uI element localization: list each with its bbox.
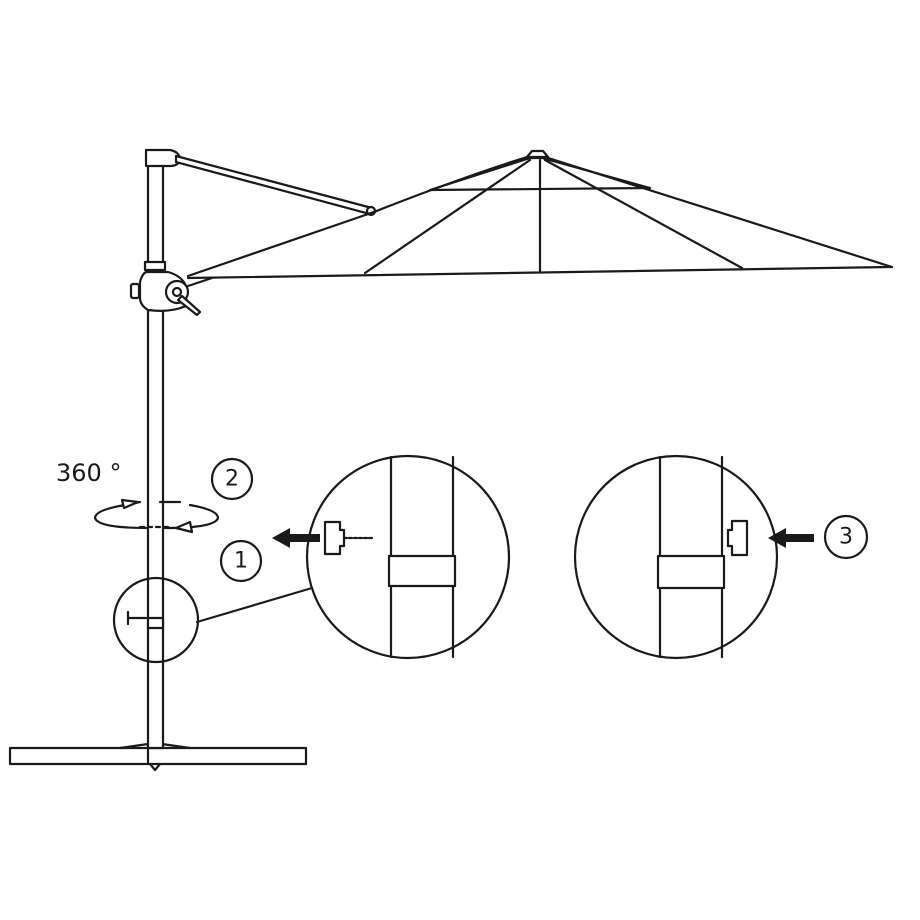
support-strut <box>174 154 377 217</box>
canopy <box>186 149 894 280</box>
detail-view-knob-removed <box>272 454 511 660</box>
arrow-left-icon <box>272 528 320 548</box>
step-2-marker: 2 <box>210 457 254 501</box>
step-number: 2 <box>225 467 239 492</box>
step-3-marker: 3 <box>823 514 869 560</box>
step-number: 1 <box>234 549 248 574</box>
tilt-crank-hub <box>129 270 214 317</box>
step-number: 3 <box>839 525 853 550</box>
rotation-arrows <box>93 498 220 534</box>
rotation-label: 360 ° <box>56 459 121 487</box>
step-1-marker: 1 <box>219 539 263 583</box>
arrow-left-icon <box>768 528 814 548</box>
detail-view-knob-inserted <box>573 454 814 660</box>
detail-callout-small <box>112 576 314 664</box>
